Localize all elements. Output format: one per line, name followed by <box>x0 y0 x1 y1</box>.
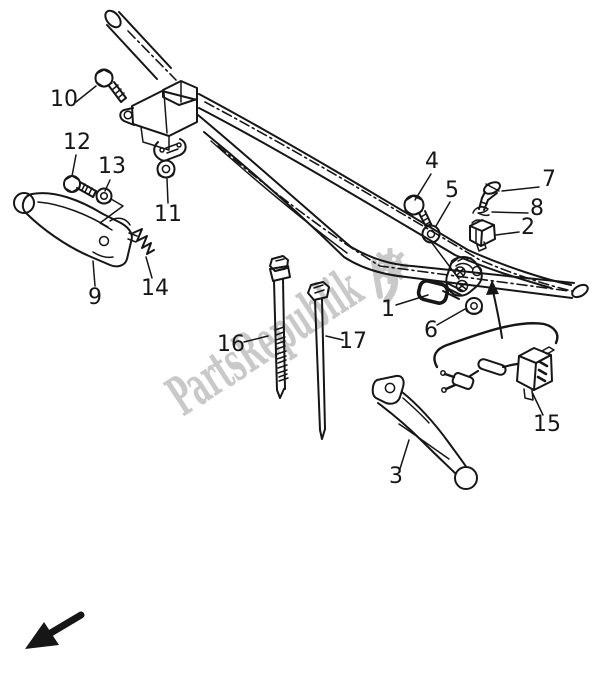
part-label-10[interactable]: 10 <box>50 87 78 112</box>
leader-line-1 <box>395 294 429 306</box>
arrow-up-icon <box>486 280 503 339</box>
leader-lines <box>71 85 544 473</box>
part-label-17[interactable]: 17 <box>339 329 367 354</box>
leader-line-11 <box>166 178 169 204</box>
spring-part-14 <box>132 228 155 255</box>
nut-part-6 <box>465 297 483 315</box>
clip-part-8 <box>472 206 490 217</box>
leader-line-4 <box>414 173 432 201</box>
clutch-cable-curve <box>433 322 559 369</box>
handlebar-crossbar <box>198 93 573 292</box>
part-label-5[interactable]: 5 <box>445 178 459 203</box>
part-number-labels: 1 2 3 4 5 6 7 8 9 10 11 12 13 14 15 16 1… <box>50 87 561 489</box>
part-label-8[interactable]: 8 <box>530 196 544 221</box>
leader-line-7 <box>501 186 540 192</box>
part-label-13[interactable]: 13 <box>98 154 126 179</box>
washer-part-5 <box>421 224 441 244</box>
part-label-12[interactable]: 12 <box>63 130 91 155</box>
cable-tie-part-16 <box>269 255 291 399</box>
part-label-9[interactable]: 9 <box>88 285 102 310</box>
cable-tie-part-17 <box>307 281 330 440</box>
part-label-2[interactable]: 2 <box>521 215 535 240</box>
lever-holder-part-1 <box>416 256 483 305</box>
leader-line-17 <box>325 335 344 341</box>
clutch-lever-part-3 <box>371 374 478 490</box>
leader-line-16 <box>243 335 269 343</box>
leader-line-9 <box>92 260 96 287</box>
nut-part-11 <box>156 159 176 179</box>
leader-line-13 <box>104 179 111 192</box>
leader-line-10 <box>75 85 97 103</box>
part-label-16[interactable]: 16 <box>217 332 245 357</box>
leader-line-5 <box>431 201 460 280</box>
part-label-4[interactable]: 4 <box>425 149 439 174</box>
handlebar <box>104 9 589 299</box>
leader-line-14 <box>145 256 153 279</box>
bolt-part-4 <box>403 194 432 228</box>
part-label-6[interactable]: 6 <box>424 318 438 343</box>
part-label-11[interactable]: 11 <box>154 202 182 227</box>
bolt-part-10 <box>94 68 127 103</box>
part-label-7[interactable]: 7 <box>542 167 556 192</box>
leader-line-15 <box>531 391 544 416</box>
arrow-southwest-icon <box>25 611 85 649</box>
leader-line-3 <box>398 439 410 473</box>
bracket-part-2 <box>469 219 496 252</box>
nut-part-13 <box>95 187 113 205</box>
part-label-3[interactable]: 3 <box>389 464 403 489</box>
leader-line-8 <box>491 211 529 214</box>
leader-line-12 <box>71 154 77 177</box>
leader-line-6 <box>436 308 466 326</box>
brake-lever-part-9 <box>13 192 138 268</box>
screw-part-7 <box>478 181 501 211</box>
handlebar-switch-part-15 <box>440 346 555 401</box>
brake-lever-holder-block <box>119 80 198 162</box>
part-label-1[interactable]: 1 <box>381 297 395 322</box>
part-label-15[interactable]: 15 <box>533 412 561 437</box>
bolt-part-12 <box>63 175 97 198</box>
leader-line-2 <box>495 231 520 236</box>
part-label-14[interactable]: 14 <box>141 276 169 301</box>
